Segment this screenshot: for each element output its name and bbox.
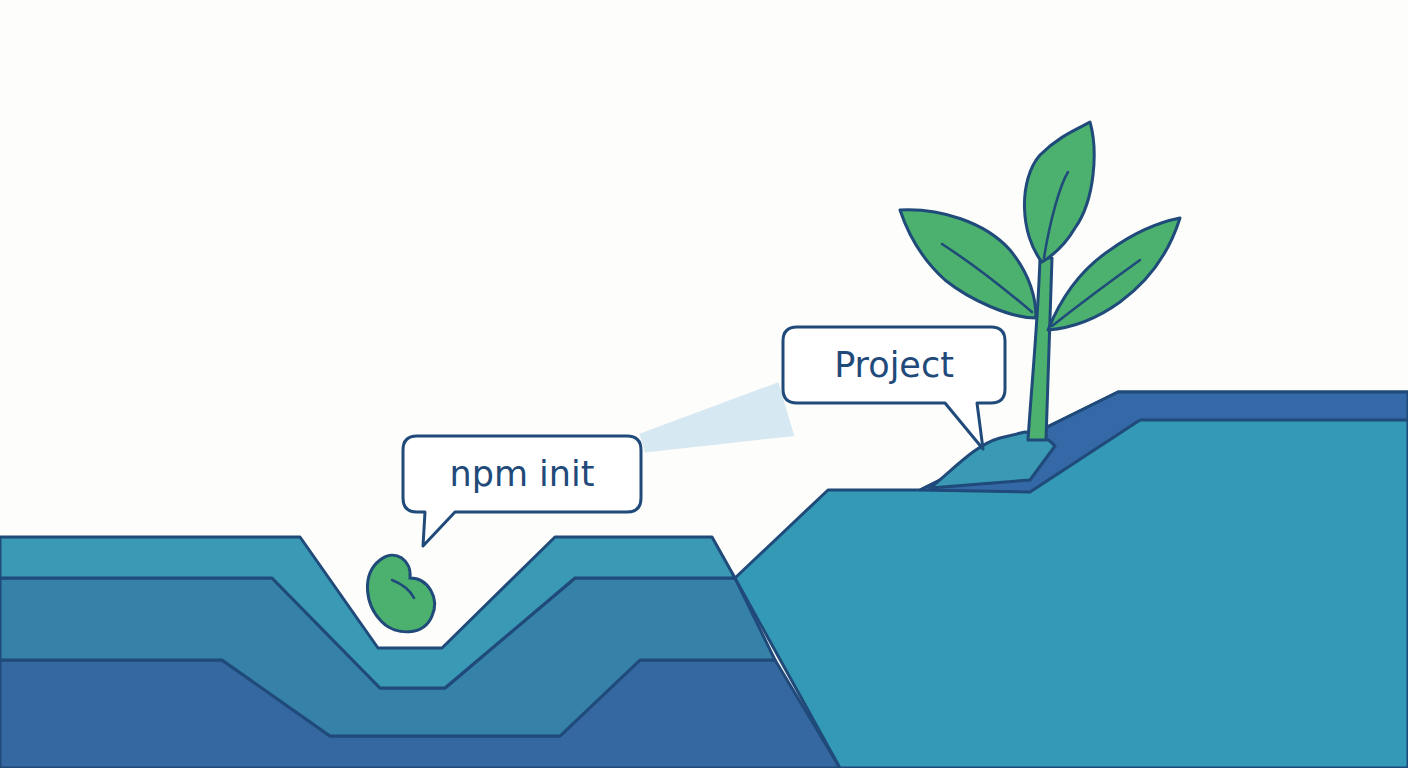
growth-beam xyxy=(639,382,794,452)
ground-top-layer xyxy=(0,537,735,688)
bubble-outline-path xyxy=(403,436,641,546)
speech-bubble: npm init xyxy=(403,436,641,512)
ground-edge-strip xyxy=(920,392,1408,492)
sprout-leaf xyxy=(1024,122,1094,262)
bubble-label: Project xyxy=(834,345,954,385)
bubble-outline-path xyxy=(783,327,1005,449)
sprout-leaf xyxy=(1048,218,1180,330)
sprout-leaf xyxy=(900,210,1036,318)
raised-ground xyxy=(735,392,1408,768)
seed-crease xyxy=(392,580,414,598)
bubble-label: npm init xyxy=(450,454,595,494)
bubble-text-group: Project xyxy=(783,327,1005,403)
sprout-leaf-vein xyxy=(1044,172,1068,258)
sprout-leaf-vein xyxy=(942,244,1032,312)
seed xyxy=(367,555,434,632)
bubble-text-group: npm init xyxy=(403,436,641,512)
speech-bubble: Project xyxy=(783,327,1005,403)
sprout-leaf-vein xyxy=(1052,260,1140,326)
